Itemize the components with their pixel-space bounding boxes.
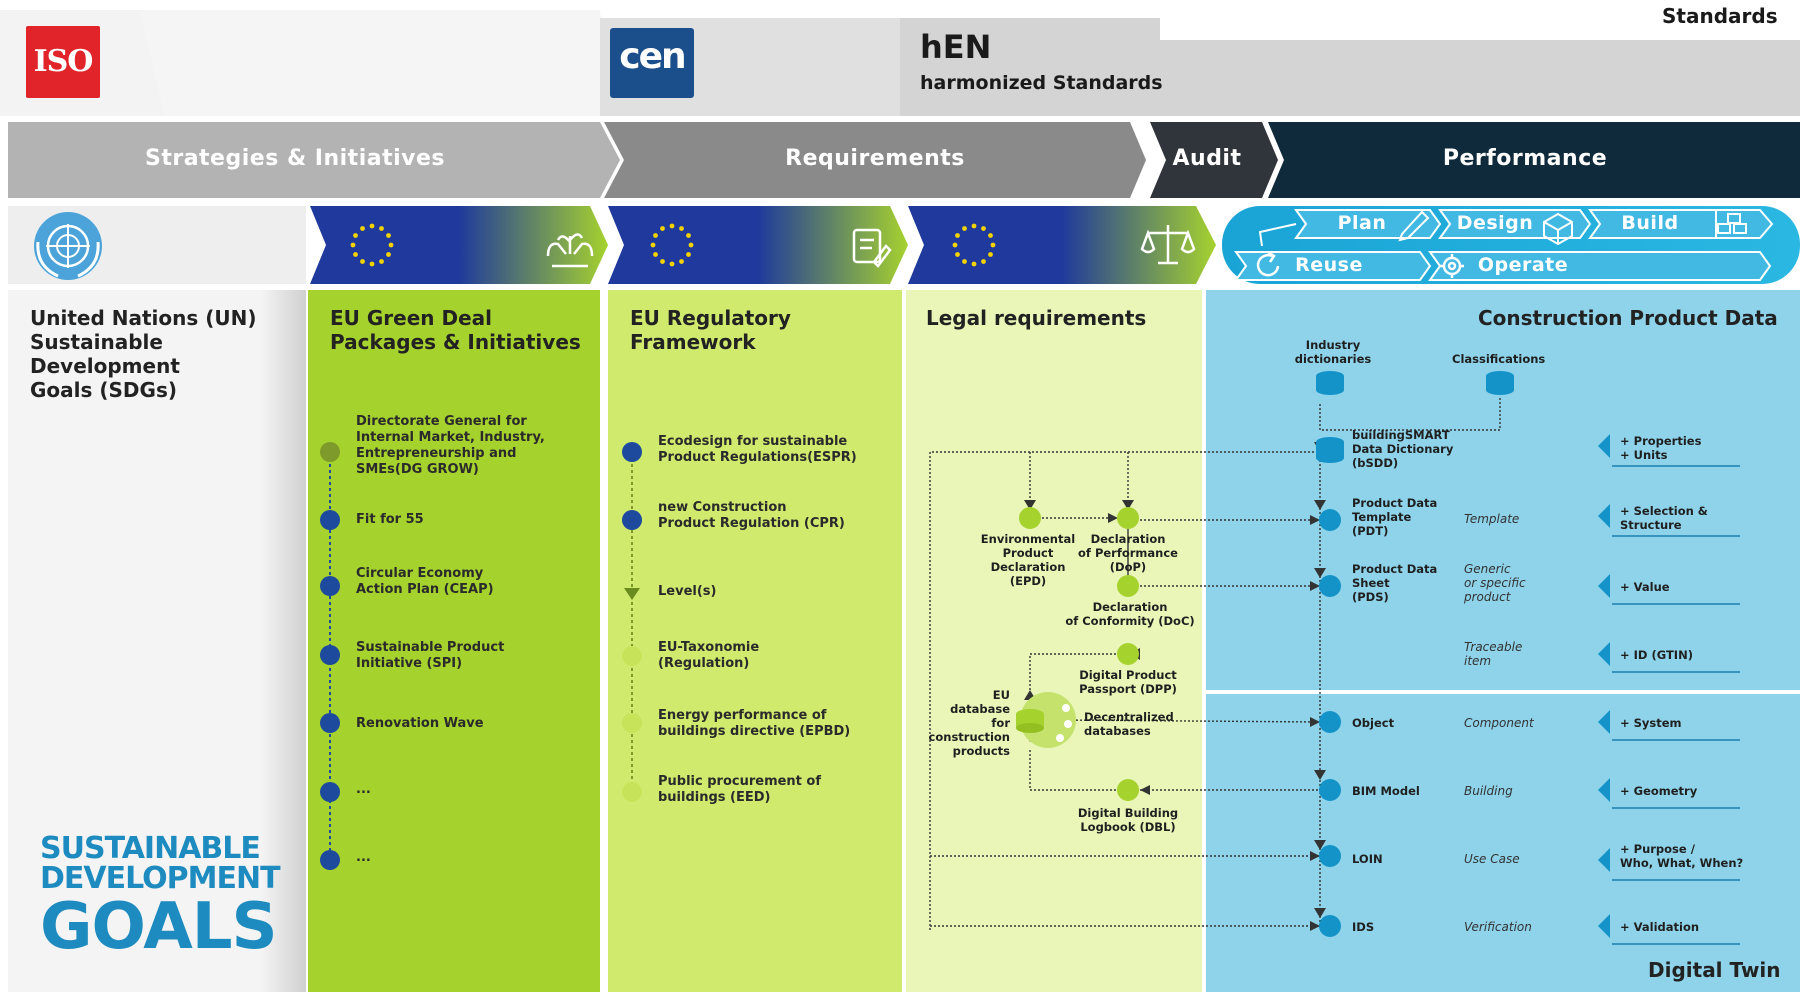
- object-label: Object: [1352, 716, 1395, 730]
- iso-logo: ISO: [26, 26, 100, 98]
- classifications-label: Classifications: [1452, 352, 1546, 366]
- lifecycle-operate: Operate: [1477, 254, 1569, 276]
- hen-title: hEN: [920, 28, 992, 66]
- build-chip: [1588, 209, 1774, 239]
- lifecycle-plan: Plan: [1337, 212, 1387, 234]
- audit-arrow: [1150, 122, 1278, 198]
- gtin-label: + ID (GTIN): [1620, 648, 1693, 662]
- gear-icon: [1440, 254, 1464, 278]
- green-deal-item: ...: [356, 782, 371, 797]
- performance-arrow: [1268, 122, 1800, 198]
- purpose-label: + Purpose /Who, What, When?: [1620, 842, 1744, 870]
- scales-icon: [1140, 225, 1196, 265]
- cen-logo: cen: [610, 28, 694, 98]
- legal-title: Legal requirements: [926, 306, 1147, 330]
- validation-label: + Validation: [1620, 920, 1700, 934]
- hen-subtitle: harmonized Standards: [920, 72, 1163, 94]
- green-deal-item: Fit for 55: [356, 512, 424, 527]
- loin-label: LOIN: [1352, 852, 1383, 866]
- lifecycle-reuse: Reuse: [1295, 254, 1363, 276]
- component-label: Component: [1464, 716, 1534, 730]
- green-deal-timeline: [320, 442, 340, 870]
- document-pen-icon: [852, 228, 892, 268]
- phase-performance: Performance: [1442, 146, 1608, 171]
- value-label: + Value: [1620, 580, 1670, 594]
- lifecycle-build: Build: [1621, 212, 1679, 234]
- phase-requirements: Requirements: [785, 146, 965, 171]
- un-emblem-icon: [34, 212, 102, 280]
- green-deal-item: ...: [356, 850, 371, 865]
- bim-label: BIM Model: [1352, 784, 1420, 798]
- reuse-chip: [1234, 251, 1432, 281]
- eu-database-icon: [1016, 692, 1076, 748]
- database-icon: [1316, 371, 1514, 463]
- geometry-label: + Geometry: [1620, 784, 1698, 798]
- template-label: Template: [1464, 512, 1520, 526]
- green-deal-item: Renovation Wave: [356, 716, 484, 731]
- standards-label: Standards: [1662, 4, 1778, 28]
- regulatory-item: EU-Taxonomie(Regulation): [658, 640, 760, 671]
- requirements-arrow: [604, 122, 1146, 198]
- product-data-title: Construction Product Data: [1478, 306, 1778, 330]
- lifecycle-design: Design: [1456, 212, 1534, 234]
- use-case-label: Use Case: [1464, 852, 1520, 866]
- phase-strategies: Strategies & Initiatives: [144, 146, 445, 171]
- sdg-logo: SUSTAINABLE DEVELOPMENT GOALS: [40, 831, 281, 964]
- attribute-markers: [1598, 434, 1740, 945]
- regulatory-timeline: [622, 442, 642, 802]
- ids-label: IDS: [1352, 920, 1375, 934]
- strategies-arrow: [8, 122, 620, 198]
- hands-plant-icon: [546, 233, 594, 268]
- cube-icon: [1543, 212, 1573, 246]
- blocks-icon: [1714, 210, 1754, 239]
- regulatory-item: Level(s): [658, 584, 717, 599]
- eu-stars-icon: [350, 223, 996, 267]
- recycle-icon: [1256, 250, 1280, 277]
- building-label: Building: [1464, 784, 1513, 798]
- digital-twin-label: Digital Twin: [1648, 958, 1781, 982]
- system-label: + System: [1620, 716, 1682, 730]
- verification-label: Verification: [1464, 920, 1532, 934]
- phase-audit: Audit: [1172, 146, 1242, 171]
- properties-label: + Properties+ Units: [1620, 434, 1702, 462]
- pencil-icon: [1398, 210, 1430, 242]
- selection-label: + Selection &Structure: [1620, 504, 1708, 532]
- legal-network: [929, 396, 1501, 930]
